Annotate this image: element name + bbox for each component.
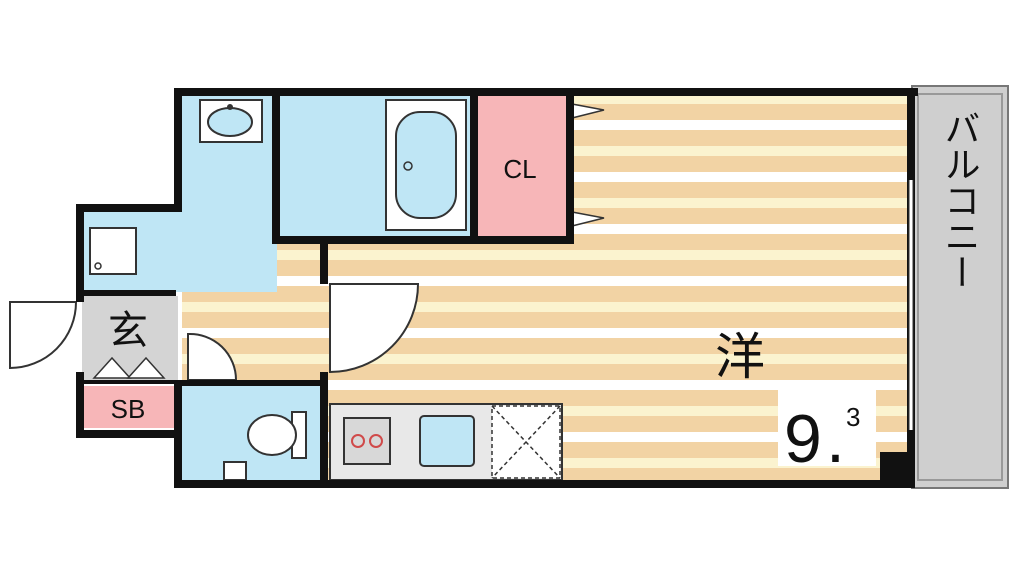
western-room-label: 洋	[715, 329, 765, 385]
bathroom	[280, 96, 470, 236]
room-door	[329, 283, 420, 374]
washbasin-icon	[199, 99, 263, 143]
balcony	[911, 85, 1009, 489]
fridge-space-icon	[491, 405, 561, 479]
washroom	[82, 96, 313, 292]
entrance-label: 玄	[108, 309, 148, 353]
entrance: 玄	[82, 296, 178, 382]
balcony-label: バルコニー	[940, 110, 981, 290]
window	[908, 180, 914, 430]
closet-label: CL	[503, 154, 536, 184]
closet: CL	[476, 96, 605, 236]
toilet-icon	[223, 411, 307, 481]
area-value-separator: .	[826, 401, 845, 477]
washing-machine-pan-icon	[89, 227, 137, 275]
bathtub-icon	[385, 99, 467, 231]
entrance-door	[9, 301, 78, 370]
toilet-door	[187, 332, 238, 381]
stove-icon	[343, 417, 391, 465]
area-badge: 9 . 3	[778, 382, 876, 477]
kitchen	[329, 403, 563, 481]
toilet-room	[182, 386, 323, 482]
kitchen-sink-icon	[419, 415, 475, 467]
area-value-main: 9	[784, 401, 822, 477]
shoe-box: SB	[82, 386, 178, 428]
area-value-decimal: 3	[846, 402, 860, 432]
shoe-box-label: SB	[111, 394, 146, 424]
